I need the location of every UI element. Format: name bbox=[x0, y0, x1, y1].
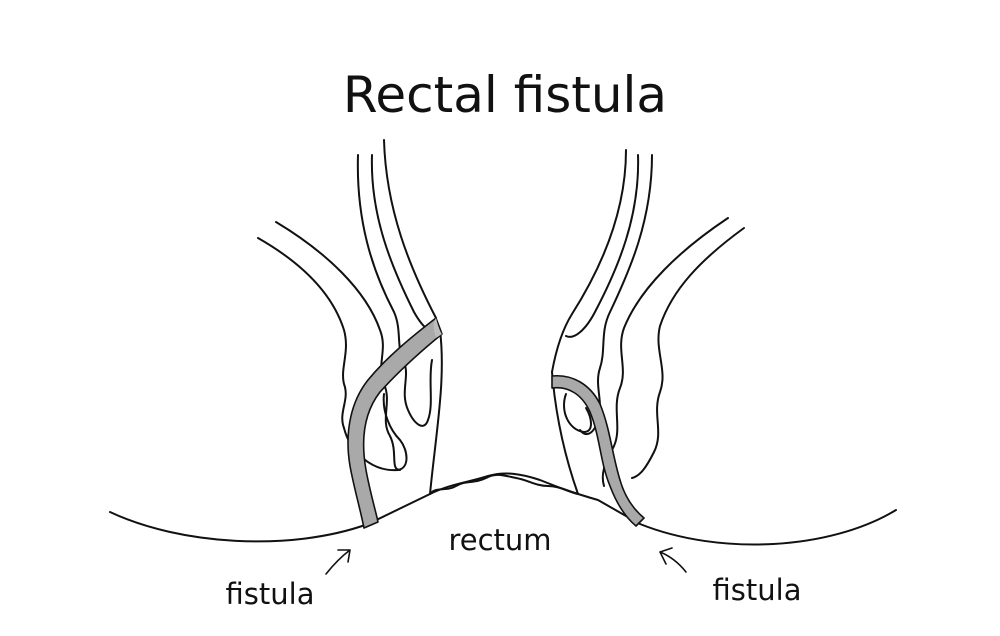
rectum-label: rectum bbox=[448, 523, 551, 557]
right-muscle-line-outer bbox=[631, 227, 745, 479]
right-muscle-line-5 bbox=[551, 149, 627, 373]
left-fistula-tract bbox=[347, 317, 443, 529]
right-fistula-label: fistula bbox=[713, 573, 802, 607]
right-muscle-line-4 bbox=[565, 154, 640, 338]
right-inner-pouch bbox=[563, 393, 592, 433]
left-muscle-line-3 bbox=[356, 154, 433, 427]
diagram-title: Rectal fistula bbox=[343, 66, 667, 124]
left-fistula-label: fistula bbox=[226, 577, 315, 611]
left-anal-wall bbox=[429, 329, 443, 495]
right-muscle-line-2 bbox=[601, 217, 729, 487]
rectum-dome bbox=[429, 473, 579, 495]
right-arrow-icon bbox=[659, 547, 687, 573]
left-muscle-line-5 bbox=[383, 139, 437, 319]
left-muscle-line-2 bbox=[275, 221, 401, 471]
left-fistula-opening bbox=[433, 318, 442, 338]
skin-surface-line bbox=[109, 472, 897, 546]
left-arrow-icon bbox=[325, 549, 351, 575]
right-fistula-tract bbox=[551, 375, 645, 527]
left-muscle-line-outer bbox=[257, 237, 347, 429]
